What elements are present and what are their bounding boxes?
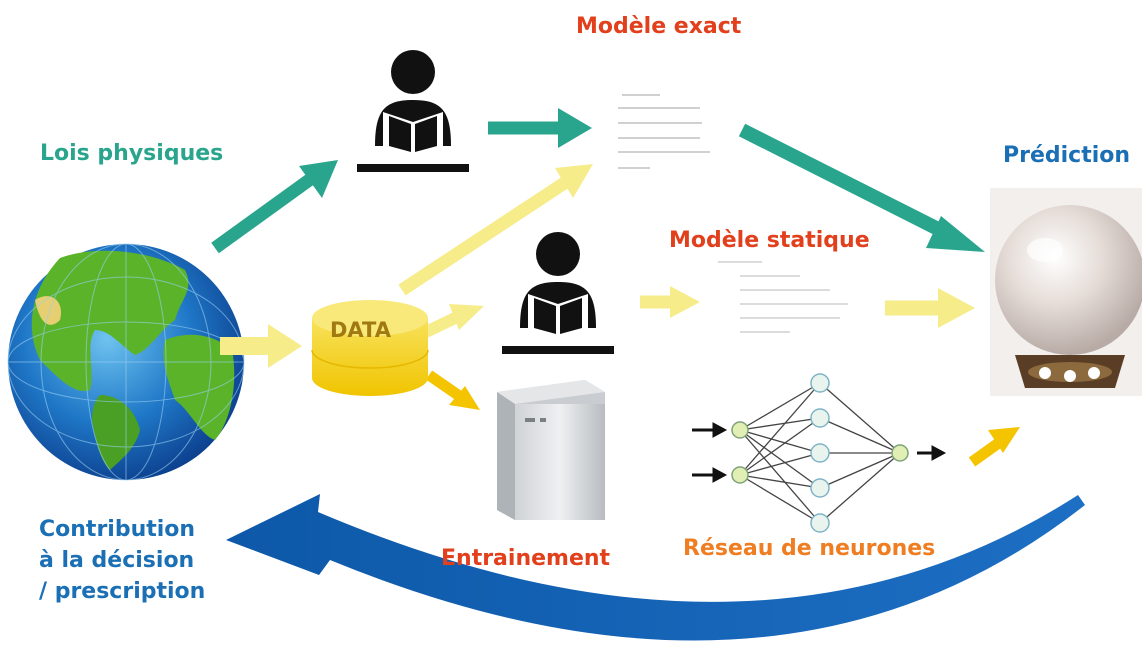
reader-icon	[502, 232, 614, 354]
label-prediction: Prédiction	[1003, 143, 1131, 168]
arrow-reader-to-exact-model	[488, 108, 592, 148]
label-reseau-neurones: Réseau de neurones	[683, 536, 936, 561]
arrow-static-model-to-prediction	[885, 288, 975, 328]
arrow-data-to-server	[425, 370, 480, 410]
server-icon	[497, 380, 605, 520]
arrow-globe-to-lois	[211, 160, 338, 254]
static-model-equations	[718, 261, 848, 333]
arrow-data-to-reader	[423, 304, 484, 338]
label-contribution-line2: à la décision	[39, 548, 195, 573]
crystal-ball-icon	[990, 188, 1142, 396]
database-icon	[311, 300, 429, 396]
label-data: DATA	[330, 318, 392, 342]
feedback-arc-arrow	[226, 494, 1085, 641]
arrow-data-to-exact-model	[398, 164, 593, 296]
label-contribution-line3: / prescription	[39, 579, 206, 604]
label-lois-physiques: Lois physiques	[40, 141, 224, 166]
label-entrainement: Entrainement	[441, 546, 611, 571]
neural-network-icon	[692, 373, 947, 533]
label-contribution-line1: Contribution	[39, 517, 196, 542]
arrow-reader-to-static-model	[640, 286, 700, 318]
label-modele-statique: Modèle statique	[669, 228, 870, 253]
label-contribution: Contribution à la décision / prescriptio…	[39, 514, 205, 607]
label-modele-exact: Modèle exact	[576, 14, 742, 39]
exact-model-equations	[610, 88, 715, 180]
arrow-globe-to-data	[220, 324, 302, 368]
globe-icon	[7, 243, 245, 481]
arrow-network-to-prediction	[968, 427, 1020, 467]
reader-icon	[357, 50, 469, 172]
arrow-exact-model-to-prediction	[738, 123, 985, 252]
